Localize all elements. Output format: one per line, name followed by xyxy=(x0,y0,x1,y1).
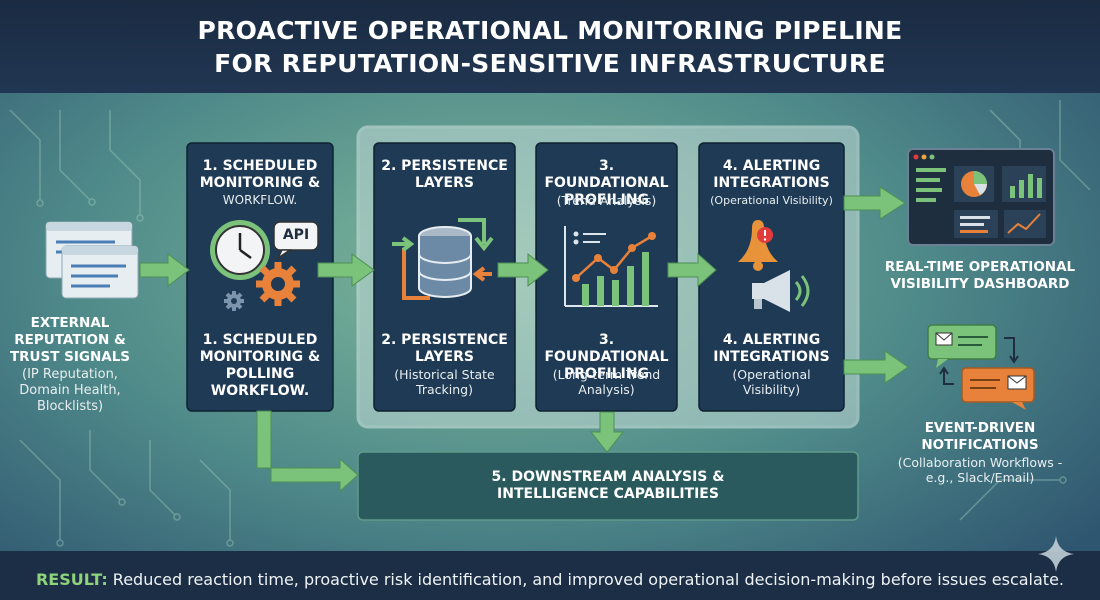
result-label: RESULT: xyxy=(35,570,108,589)
notifications-subtitle: (Collaboration Workflows - e.g., Slack/E… xyxy=(897,455,1063,485)
stage-3-top-subtitle: (Trend Analysis) xyxy=(556,193,657,208)
gear-icon xyxy=(256,262,300,306)
input-title: EXTERNAL REPUTATION & TRUST SIGNALS xyxy=(9,315,131,365)
stage-2-bottom-subtitle: (Historical State Tracking) xyxy=(394,367,495,397)
document-stack-icon xyxy=(45,221,139,299)
stage-4-top-title: 4. ALERTING INTEGRATIONS xyxy=(713,158,830,191)
clock-icon xyxy=(210,220,270,280)
dashboard-monitor-icon xyxy=(907,148,1055,246)
sync-arrow-icon xyxy=(392,218,494,300)
api-bubble-icon xyxy=(273,221,319,261)
flow-arrows xyxy=(139,186,909,493)
bell-icon xyxy=(738,220,778,271)
downstream-box xyxy=(357,451,859,521)
page-title: PROACTIVE OPERATIONAL MONITORING PIPELIN… xyxy=(197,16,903,78)
notifications-title: EVENT-DRIVEN NOTIFICATIONS xyxy=(921,420,1039,453)
stage-1-bottom-title: 1. SCHEDULED MONITORING & POLLING WORKFL… xyxy=(199,332,321,399)
stage-2-top-title: 2. PERSISTENCE LAYERS xyxy=(381,158,508,191)
stage-4-bottom-title: 4. ALERTING INTEGRATIONS xyxy=(713,332,830,365)
api-label: API xyxy=(282,227,310,243)
stage-3-top-title: 3. FOUNDATIONAL PROFILING xyxy=(544,158,669,208)
stage-2-bottom-title: 2. PERSISTENCE LAYERS xyxy=(381,332,508,365)
title-banner xyxy=(0,0,1100,93)
chat-bubble-icon xyxy=(927,324,1035,410)
result-statement: RESULT: Reduced reaction time, proactive… xyxy=(0,560,1100,600)
stage-4-bottom-subtitle: (Operational Visibility) xyxy=(732,367,811,397)
downstream-label: 5. DOWNSTREAM ANALYSIS & INTELLIGENCE CA… xyxy=(491,469,725,502)
line-chart-icon xyxy=(564,226,658,307)
megaphone-icon xyxy=(752,270,810,312)
circuit-decoration xyxy=(9,100,1091,547)
sparkle-icon xyxy=(1038,536,1074,572)
stage-3-bottom-title: 3. FOUNDATIONAL PROFILING xyxy=(544,332,669,382)
stage-1-top-subtitle: WORKFLOW. xyxy=(222,193,298,207)
stage-3-bottom-subtitle: (Long-term Trend Analysis) xyxy=(552,367,661,397)
database-icon xyxy=(418,226,472,298)
dashboard-label: REAL-TIME OPERATIONAL VISIBILITY DASHBOA… xyxy=(884,259,1076,292)
alert-badge-icon xyxy=(757,227,773,243)
stage-4-top-subtitle: (Operational Visibility) xyxy=(710,194,833,207)
input-subtitle: (IP Reputation, Domain Health, Blocklist… xyxy=(19,367,121,414)
stage-1-top-title: 1. SCHEDULED MONITORING & xyxy=(199,158,321,191)
small-gear-icon xyxy=(224,291,244,311)
result-bar xyxy=(0,551,1100,600)
result-text: Reduced reaction time, proactive risk id… xyxy=(107,570,1065,589)
